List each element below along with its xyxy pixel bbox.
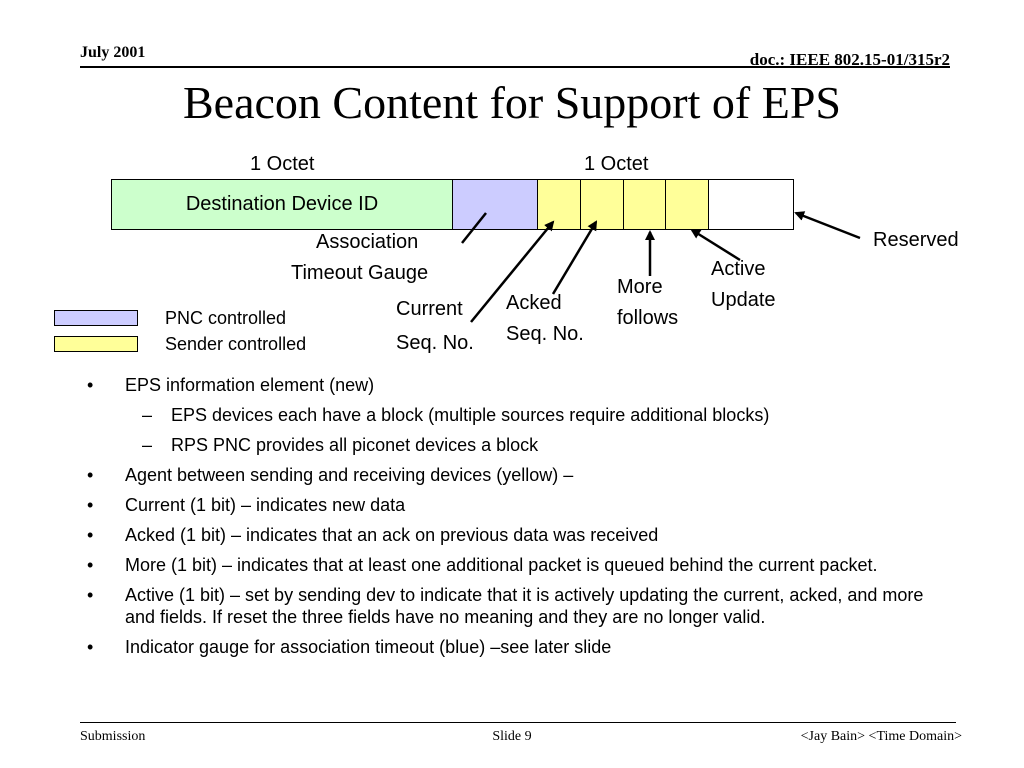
arrow-acked: [551, 220, 598, 295]
bullet-marker: •: [87, 525, 94, 545]
label-update: Update: [711, 289, 776, 311]
active-update-bit: [665, 179, 709, 230]
header-date: July 2001: [80, 44, 146, 61]
legend-label-pnc: PNC controlled: [165, 308, 287, 328]
bullet-marker: •: [87, 495, 94, 515]
label-follows: follows: [617, 307, 679, 329]
bullet-item: • Indicator gauge for association timeout…: [87, 636, 957, 658]
octet-label-right: 1 Octet: [584, 153, 649, 175]
sub-bullet-text: RPS PNC provides all piconet devices a b…: [171, 435, 539, 455]
label-current-seq: Seq. No.: [396, 332, 474, 354]
legend-swatch-pnc: [54, 310, 138, 326]
header-doc-id: doc.: IEEE 802.15-01/315r2: [749, 50, 950, 69]
arrow-reserved: [794, 211, 861, 240]
slide-title: Beacon Content for Support of EPS: [183, 77, 841, 128]
sub-bullet-item: –RPS PNC provides all piconet devices a …: [87, 434, 957, 456]
footer-slide-number: Slide 9: [492, 729, 532, 744]
label-more: More: [617, 276, 663, 298]
arrow-association: [461, 212, 487, 244]
bullet-marker: •: [87, 375, 94, 395]
sub-bullet-text: EPS devices each have a block (multiple …: [171, 405, 770, 425]
bullet-list: • EPS information element (new) –EPS devi…: [87, 374, 957, 666]
association-timeout-field: [452, 179, 538, 230]
bullet-item: • Acked (1 bit) – indicates that an ack o…: [87, 524, 957, 546]
bullet-text: EPS information element (new): [125, 375, 375, 395]
octet-label-left: 1 Octet: [250, 153, 315, 175]
legend-label-sender: Sender controlled: [165, 334, 307, 354]
legend-swatch-sender: [54, 336, 138, 352]
sub-bullet-marker: –: [142, 405, 153, 425]
bullet-text: Current (1 bit) – indicates new data: [125, 495, 406, 515]
reserved-field: [708, 179, 794, 230]
bullet-item: • More (1 bit) – indicates that at least …: [87, 554, 957, 576]
label-acked-seq: Seq. No.: [506, 323, 584, 345]
bullet-item: • Active (1 bit) – set by sending dev to …: [87, 584, 957, 628]
bullet-text: Indicator gauge for association timeout …: [125, 637, 612, 657]
destination-device-id-field: Destination Device ID: [111, 179, 453, 230]
label-current: Current: [396, 298, 463, 320]
destination-device-id-label: Destination Device ID: [185, 193, 379, 215]
bullet-text: Active (1 bit) – set by sending dev to i…: [125, 585, 924, 627]
bullet-item: • EPS information element (new): [87, 374, 957, 396]
footer-author: <Jay Bain> <Time Domain>: [800, 729, 962, 744]
header-divider: [80, 66, 950, 68]
arrow-active: [690, 228, 741, 262]
bullet-marker: •: [87, 637, 94, 657]
label-timeout-gauge: Timeout Gauge: [291, 262, 429, 284]
bullet-item: • Agent between sending and receiving dev…: [87, 464, 957, 486]
sub-bullet-item: –EPS devices each have a block (multiple…: [87, 404, 957, 426]
footer-divider: [80, 722, 956, 723]
bullet-text: More (1 bit) – indicates that at least o…: [125, 555, 878, 575]
label-acked: Acked: [506, 292, 562, 314]
acked-seq-bit: [580, 179, 624, 230]
footer-submission: Submission: [80, 729, 146, 744]
bullet-marker: •: [87, 585, 94, 605]
label-active: Active: [711, 258, 766, 280]
bullet-text: Acked (1 bit) – indicates that an ack on…: [125, 525, 659, 545]
bullet-marker: •: [87, 465, 94, 485]
label-association: Association: [316, 231, 419, 253]
label-reserved: Reserved: [873, 229, 959, 251]
bullet-text: Agent between sending and receiving devi…: [125, 465, 574, 485]
bullet-marker: •: [87, 555, 94, 575]
bullet-item: • Current (1 bit) – indicates new data: [87, 494, 957, 516]
sub-bullet-marker: –: [142, 435, 153, 455]
arrow-current: [470, 220, 555, 323]
